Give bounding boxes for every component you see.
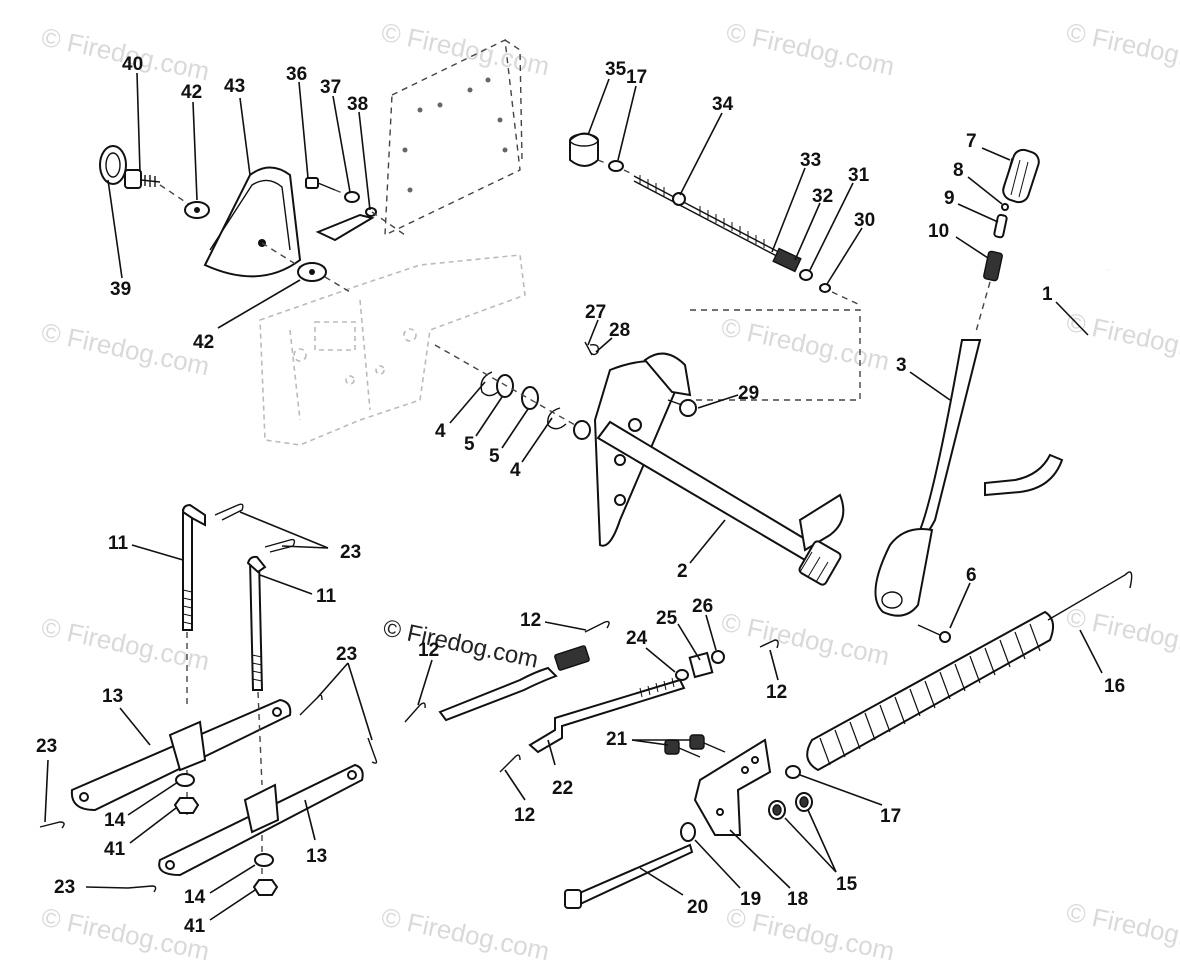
- callout: 4: [435, 421, 446, 442]
- callout: 18: [787, 889, 808, 910]
- lift-handle-assembly: [874, 148, 1040, 643]
- lift-shaft-assembly: [573, 352, 845, 586]
- callout: 24: [626, 628, 648, 649]
- callout: 12: [520, 610, 541, 631]
- callout: 31: [848, 165, 870, 186]
- callout: 42: [181, 82, 202, 103]
- callout: 36: [286, 64, 307, 85]
- callout: 17: [626, 67, 647, 88]
- knob-bolt-assembly: [99, 145, 210, 219]
- mounting-outline: [690, 309, 861, 401]
- callout: 12: [766, 682, 787, 703]
- callout: 27: [585, 302, 606, 323]
- callout: 20: [687, 897, 708, 918]
- shaft-washers: [434, 341, 600, 430]
- callout: 39: [110, 279, 131, 300]
- frame-plate-outline: [384, 38, 523, 237]
- callout: 14: [104, 810, 126, 831]
- callout: 41: [104, 839, 126, 860]
- callout: 5: [464, 434, 475, 455]
- callout: 6: [966, 565, 977, 586]
- hairpin-clips: [39, 503, 779, 893]
- callout: 4: [510, 460, 521, 481]
- chassis-frame-outline: [259, 254, 526, 446]
- lift-link-left: [70, 503, 292, 815]
- linkage-rods: [438, 645, 725, 754]
- callout: 32: [812, 186, 833, 207]
- callout: 3: [896, 355, 907, 376]
- watermark-text: © Firedog.com: [1064, 17, 1180, 82]
- callout: 13: [306, 846, 327, 867]
- watermark-text: © Firedog.com: [1064, 897, 1180, 962]
- callout: 22: [552, 778, 573, 799]
- callout: 38: [347, 94, 368, 115]
- deflector-guard: [203, 166, 351, 293]
- callout: 9: [944, 188, 955, 209]
- callout: 23: [336, 644, 357, 665]
- callout: 7: [966, 131, 977, 152]
- watermark-text: © Firedog.com: [724, 17, 897, 82]
- callout: 29: [738, 383, 759, 404]
- callout-labels: 40 42 43 36 37 38 39 42 35 17 34 33 32 3…: [36, 54, 1125, 937]
- callout: 12: [418, 640, 439, 661]
- callout: 35: [605, 59, 627, 80]
- lift-rod: [984, 269, 1110, 497]
- callout: 23: [340, 542, 361, 563]
- callout: 23: [36, 736, 57, 757]
- callout: 37: [320, 77, 341, 98]
- spring-bracket-assembly: [564, 571, 1133, 909]
- callout: 30: [854, 210, 875, 231]
- callout: 11: [316, 586, 337, 607]
- bolts-21: [664, 734, 726, 758]
- callout: 21: [606, 729, 628, 750]
- callout: 2: [677, 561, 688, 582]
- callout: 26: [692, 596, 713, 617]
- callout: 8: [953, 160, 964, 181]
- callout: 41: [184, 916, 206, 937]
- watermark-text: © Firedog.com: [39, 317, 212, 382]
- callout: 10: [928, 221, 949, 242]
- watermark-text: © Firedog.com: [719, 312, 892, 377]
- callout: 34: [712, 94, 734, 115]
- callout: 43: [224, 76, 245, 97]
- callout: 19: [740, 889, 761, 910]
- callout: 40: [122, 54, 143, 75]
- small-bolt-bracket: [305, 177, 406, 242]
- callout: 16: [1104, 676, 1125, 697]
- callout: 17: [880, 806, 901, 827]
- watermark-text: © Firedog.com: [1064, 307, 1180, 372]
- watermark-text: © Firedog.com: [379, 902, 552, 967]
- leader-lines: [44, 72, 1103, 921]
- callout: 15: [836, 874, 858, 895]
- callout: 42: [193, 332, 214, 353]
- callout: 1: [1042, 284, 1053, 305]
- callout: 11: [108, 533, 129, 554]
- watermark-text: © Firedog.com: [724, 902, 897, 967]
- watermark-text: © Firedog.com: [719, 607, 892, 672]
- callout: 25: [656, 608, 678, 629]
- lift-link-right: [158, 555, 364, 896]
- callout: 5: [489, 446, 500, 467]
- callout: 12: [514, 805, 535, 826]
- watermark-text: © Firedog.com: [379, 17, 552, 82]
- callout: 14: [184, 887, 206, 908]
- adjustment-rod-assembly: [569, 132, 861, 306]
- callout: 23: [54, 877, 75, 898]
- center-watermark: © Firedog.com: [381, 614, 541, 673]
- callout: 13: [102, 686, 123, 707]
- callout: 33: [800, 150, 821, 171]
- callout: 28: [609, 320, 630, 341]
